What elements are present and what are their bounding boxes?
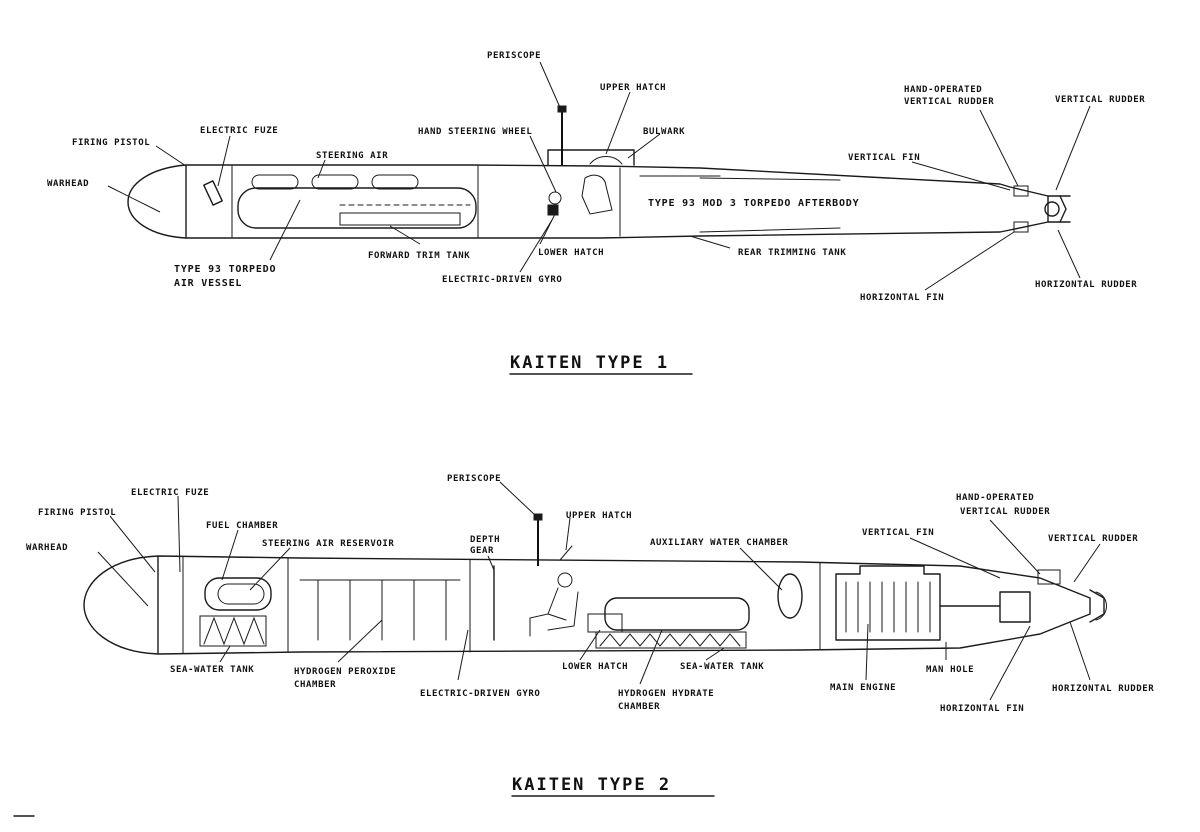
type1-pilot bbox=[581, 174, 613, 215]
type2-steering-air-reservoir bbox=[217, 583, 265, 605]
type2-label-horizontal-fin: HORIZONTAL FIN bbox=[940, 704, 1024, 714]
type1-label-air-vessel-1: TYPE 93 TORPEDO bbox=[174, 264, 276, 275]
type1-label-bulwark: BULWARK bbox=[643, 127, 685, 137]
type2-pilot-head bbox=[557, 572, 573, 588]
type2-label-fuel-chamber: FUEL CHAMBER bbox=[206, 521, 278, 531]
type1-propeller bbox=[1059, 195, 1067, 223]
type1-horizontal-rudder-box bbox=[1013, 221, 1029, 233]
type2-label-peroxide-1: HYDROGEN PEROXIDE bbox=[294, 667, 396, 677]
type2-label-vertical-fin: VERTICAL FIN bbox=[862, 528, 934, 538]
type1-label-horizontal-rudder: HORIZONTAL RUDDER bbox=[1035, 280, 1137, 290]
type1-label-periscope: PERISCOPE bbox=[487, 51, 541, 61]
type2-periscope-head bbox=[533, 513, 543, 521]
kaiten-type-2-drawing bbox=[83, 481, 1107, 701]
type1-title: KAITEN TYPE 1 bbox=[510, 353, 669, 373]
kaiten-type-1-drawing bbox=[107, 61, 1091, 291]
type2-auxiliary-water-chamber bbox=[777, 573, 803, 619]
type2-label-lower-hatch: LOWER HATCH bbox=[562, 662, 628, 672]
type2-label-electric-gyro: ELECTRIC-DRIVEN GYRO bbox=[420, 689, 540, 699]
type2-seat bbox=[547, 591, 579, 631]
type1-label-warhead: WARHEAD bbox=[47, 179, 89, 189]
type1-label-steering-air: STEERING AIR bbox=[316, 151, 388, 161]
type1-steering-wheel bbox=[548, 191, 562, 205]
type2-label-depth-gear-1: DEPTH bbox=[470, 535, 500, 545]
type1-label-lower-hatch: LOWER HATCH bbox=[538, 248, 604, 258]
type2-sea-water-tank-fwd bbox=[199, 615, 267, 647]
type1-label-hand-vertical-rudder-2: VERTICAL RUDDER bbox=[904, 97, 994, 107]
type1-forward-trim-tank bbox=[339, 212, 461, 226]
type1-air-vessel bbox=[237, 187, 477, 229]
type1-labels: PERISCOPE UPPER HATCH BULWARK HAND STEER… bbox=[47, 51, 1145, 303]
type1-label-vertical-rudder: VERTICAL RUDDER bbox=[1055, 95, 1145, 105]
type2-label-hand-vertical-rudder-1: HAND-OPERATED bbox=[956, 493, 1034, 503]
type1-label-afterbody: TYPE 93 MOD 3 TORPEDO AFTERBODY bbox=[648, 198, 859, 209]
type2-sea-water-tank-aft bbox=[595, 631, 747, 649]
type2-hull-outline bbox=[83, 555, 1091, 655]
type2-label-man-hole: MAN HOLE bbox=[926, 665, 974, 675]
type1-label-air-vessel-2: AIR VESSEL bbox=[174, 278, 242, 289]
type1-label-electric-fuze: ELECTRIC FUZE bbox=[200, 126, 278, 136]
type1-steering-air-tank-2 bbox=[311, 174, 359, 190]
type2-label-periscope: PERISCOPE bbox=[447, 474, 501, 484]
type2-label-warhead: WARHEAD bbox=[26, 543, 68, 553]
type2-label-hand-vertical-rudder-2: VERTICAL RUDDER bbox=[960, 507, 1050, 517]
type1-fuze bbox=[203, 180, 223, 206]
type2-title: KAITEN TYPE 2 bbox=[512, 775, 671, 795]
type2-label-sea-water-tank-fwd: SEA-WATER TANK bbox=[170, 665, 254, 675]
type2-label-peroxide-2: CHAMBER bbox=[294, 680, 336, 690]
type1-label-hand-vertical-rudder-1: HAND-OPERATED bbox=[904, 85, 982, 95]
type2-vertical-rudder-box bbox=[1037, 569, 1061, 585]
type2-label-electric-fuze: ELECTRIC FUZE bbox=[131, 488, 209, 498]
type1-hull-outline bbox=[127, 164, 1049, 239]
type2-peroxide-chamber bbox=[299, 579, 461, 641]
type2-label-hydrate-1: HYDROGEN HYDRATE bbox=[618, 689, 714, 699]
type1-upper-hatch bbox=[589, 156, 623, 165]
type1-label-upper-hatch: UPPER HATCH bbox=[600, 83, 666, 93]
type1-label-forward-trim-tank: FORWARD TRIM TANK bbox=[368, 251, 470, 261]
type2-leaders bbox=[97, 481, 1101, 701]
type1-steering-air-tank-1 bbox=[251, 174, 299, 190]
type2-label-main-engine: MAIN ENGINE bbox=[830, 683, 896, 693]
type1-label-rear-trimming-tank: REAR TRIMMING TANK bbox=[738, 248, 846, 258]
type2-labels: PERISCOPE UPPER HATCH ELECTRIC FUZE FIRI… bbox=[26, 474, 1154, 714]
type2-main-engine bbox=[835, 565, 941, 641]
type2-label-depth-gear-2: GEAR bbox=[470, 546, 494, 556]
type2-label-vertical-rudder: VERTICAL RUDDER bbox=[1048, 534, 1138, 544]
type2-label-auxiliary-water-chamber: AUXILIARY WATER CHAMBER bbox=[650, 538, 788, 548]
type2-propeller-blade bbox=[1095, 591, 1107, 621]
type2-fuel-chamber bbox=[204, 577, 272, 611]
type2-propeller bbox=[1089, 589, 1105, 623]
type1-label-vertical-fin: VERTICAL FIN bbox=[848, 153, 920, 163]
type2-gearbox bbox=[999, 591, 1031, 623]
type2-label-hydrate-2: CHAMBER bbox=[618, 702, 660, 712]
type1-label-electric-gyro: ELECTRIC-DRIVEN GYRO bbox=[442, 275, 562, 285]
type2-hydrogen-hydrate-chamber bbox=[604, 597, 750, 631]
type1-label-hand-steering-wheel: HAND STEERING WHEEL bbox=[418, 127, 532, 137]
type2-pilot-body bbox=[529, 587, 567, 637]
type1-vertical-rudder-box bbox=[1013, 185, 1029, 197]
type1-label-horizontal-fin: HORIZONTAL FIN bbox=[860, 293, 944, 303]
type2-upper-hatch bbox=[559, 545, 573, 561]
type2-label-sea-water-tank-aft: SEA-WATER TANK bbox=[680, 662, 764, 672]
type2-label-horizontal-rudder: HORIZONTAL RUDDER bbox=[1052, 684, 1154, 694]
type1-rear-tank-line bbox=[699, 177, 841, 233]
type2-label-steering-air-reservoir: STEERING AIR RESERVOIR bbox=[262, 539, 394, 549]
type1-leaders bbox=[107, 61, 1091, 291]
type2-label-upper-hatch: UPPER HATCH bbox=[566, 511, 632, 521]
type1-propeller-hub bbox=[1044, 201, 1060, 217]
type1-conning-tower bbox=[547, 149, 635, 166]
type2-label-firing-pistol: FIRING PISTOL bbox=[38, 508, 116, 518]
type1-gyro bbox=[547, 204, 559, 216]
type1-steering-air-tank-3 bbox=[371, 174, 419, 190]
type2-engine-detail bbox=[845, 581, 931, 633]
type1-label-firing-pistol: FIRING PISTOL bbox=[72, 138, 150, 148]
